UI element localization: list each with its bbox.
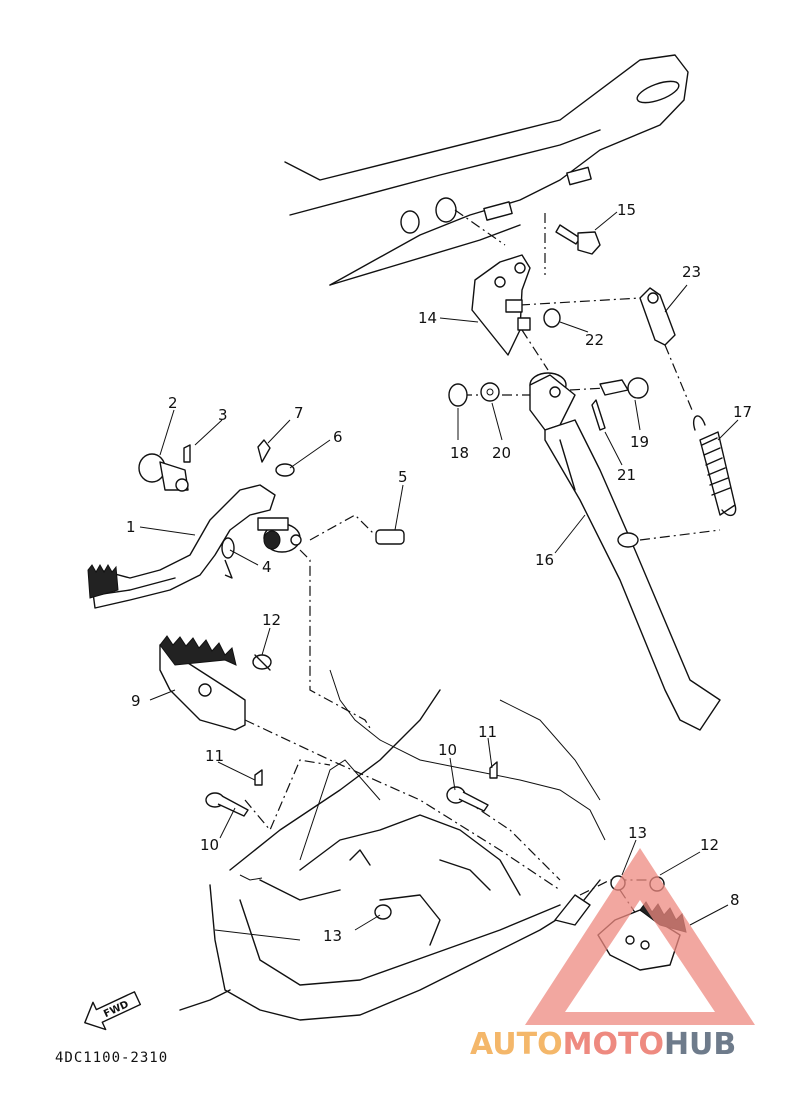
part-label-20: 20 xyxy=(492,444,511,462)
lower-frame xyxy=(179,669,606,1021)
part-label-10-center: 10 xyxy=(438,741,457,759)
part-label-9: 9 xyxy=(131,692,141,710)
part-label-2: 2 xyxy=(168,394,178,412)
watermark-text: AUTOMOTOHUB xyxy=(470,1027,736,1062)
leader-lines xyxy=(139,211,739,931)
part-label-13-left: 13 xyxy=(323,927,342,945)
part-label-10-left: 10 xyxy=(200,836,219,854)
part-label-12-right: 12 xyxy=(700,836,719,854)
reference-code: 4DC1100-2310 xyxy=(55,1050,168,1066)
part-label-8: 8 xyxy=(730,891,740,909)
part-labels: 1 2 3 4 5 6 7 8 9 10 10 10 11 11 12 12 1… xyxy=(126,201,752,945)
part-label-12-left: 12 xyxy=(262,611,281,629)
part-label-23: 23 xyxy=(682,263,701,281)
left-footrest xyxy=(159,635,272,731)
part-label-3: 3 xyxy=(218,406,228,424)
part-label-11-left: 11 xyxy=(205,747,224,765)
part-label-16: 16 xyxy=(535,551,554,569)
part-label-22: 22 xyxy=(585,331,604,349)
part-label-18: 18 xyxy=(450,444,469,462)
part-label-4: 4 xyxy=(262,558,272,576)
part-label-7: 7 xyxy=(294,404,304,422)
part-label-15: 15 xyxy=(617,201,636,219)
fwd-arrow-icon: FWD xyxy=(84,991,142,1031)
sidestand-assembly xyxy=(448,224,737,731)
watermark-part-moto: MOTO xyxy=(563,1027,664,1062)
watermark-part-auto: AUTO xyxy=(470,1027,563,1062)
frame-rail xyxy=(284,54,689,286)
watermark-triangle xyxy=(525,848,755,1025)
watermark-part-hub: HUB xyxy=(664,1027,736,1062)
part-label-13-right: 13 xyxy=(628,824,647,842)
part-label-14: 14 xyxy=(418,309,437,327)
part-label-5: 5 xyxy=(398,468,408,486)
part-label-6: 6 xyxy=(333,428,343,446)
part-label-1: 1 xyxy=(126,518,136,536)
brake-pedal-assembly xyxy=(87,439,405,609)
part-label-17: 17 xyxy=(733,403,752,421)
automotohub-watermark: AUTOMOTOHUB xyxy=(470,848,755,1062)
part-label-21: 21 xyxy=(617,466,636,484)
part-label-19: 19 xyxy=(630,433,649,451)
part-label-11-center: 11 xyxy=(478,723,497,741)
footrest-bolts xyxy=(205,761,498,920)
